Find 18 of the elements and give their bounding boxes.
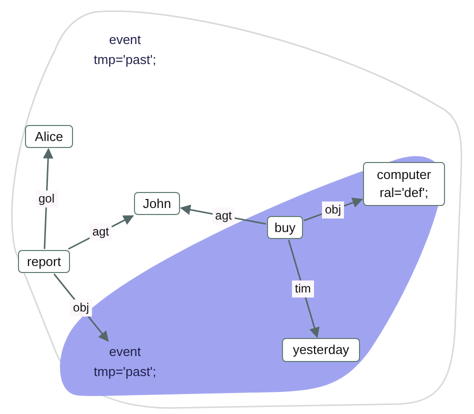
concept-box: yesterday	[282, 338, 360, 362]
arrow	[54, 274, 109, 342]
region-heading: event tmp='past';	[92, 31, 158, 69]
edge-label: obj	[70, 299, 92, 316]
arrow	[288, 240, 320, 338]
edge-label: gol	[36, 190, 58, 208]
concept-box: report	[18, 250, 70, 273]
concept-box: John	[134, 192, 180, 215]
edge-label: agt	[89, 224, 112, 241]
edge-label: agt	[212, 207, 235, 224]
edge-label: obj	[322, 201, 344, 218]
arrow	[42, 148, 54, 250]
concept-box: Alice	[25, 125, 73, 148]
concept-box: buy	[267, 216, 303, 239]
edge-label: tim	[292, 280, 314, 297]
arrow	[180, 204, 266, 225]
concept-box: computer ral='def';	[363, 162, 445, 206]
region-heading: event tmp='past';	[92, 343, 158, 381]
